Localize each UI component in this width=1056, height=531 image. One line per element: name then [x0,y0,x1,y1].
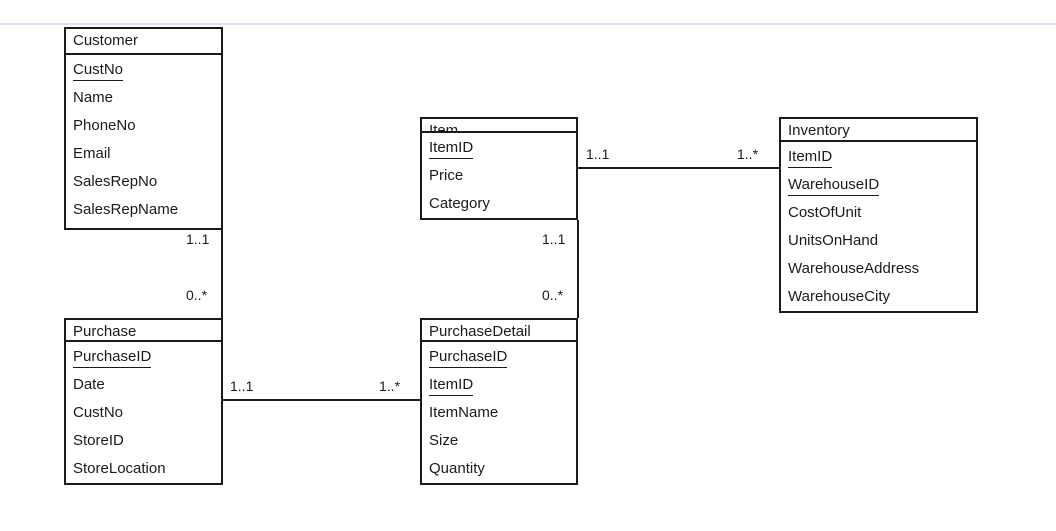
cardinality-customer-purchase-to: 0..* [186,287,208,303]
attribute-salesrepno-label: SalesRepNo [73,173,158,190]
entity-inventory-title: Inventory [781,119,976,142]
attribute-inventory-warehouseaddress-label: WarehouseAddress [788,260,920,277]
attribute-item-price-label: Price [429,167,464,184]
entity-item[interactable]: Item ItemID Price Category [420,117,578,220]
attribute-purchasedetail-purchaseid[interactable]: PurchaseID [422,343,576,371]
cardinality-purchase-purchasedetail-from: 1..1 [230,378,254,394]
attribute-purchasedetail-itemid[interactable]: ItemID [422,371,576,399]
entity-purchasedetail[interactable]: PurchaseDetail PurchaseID ItemID ItemNam… [420,318,578,485]
attribute-purchase-storeid[interactable]: StoreID [66,427,221,455]
attribute-inventory-warehouseid-label: WarehouseID [788,175,880,196]
attribute-inventory-warehouseid[interactable]: WarehouseID [781,171,976,199]
connector-purchase-purchasedetail [221,399,421,401]
entity-customer-attributes: CustNo Name PhoneNo Email SalesRepNo Sal… [66,55,221,224]
entity-purchase[interactable]: Purchase PurchaseID Date CustNo StoreID … [64,318,223,485]
entity-item-attributes: ItemID Price Category [422,133,576,218]
attribute-salesrepno[interactable]: SalesRepNo [66,168,221,196]
attribute-name[interactable]: Name [66,84,221,112]
entity-purchase-attributes: PurchaseID Date CustNo StoreID StoreLoca… [66,342,221,483]
entity-inventory[interactable]: Inventory ItemID WarehouseID CostOfUnit … [779,117,978,313]
attribute-purchase-storelocation-label: StoreLocation [73,460,166,477]
attribute-purchasedetail-quantity[interactable]: Quantity [422,455,576,483]
attribute-purchasedetail-itemname[interactable]: ItemName [422,399,576,427]
attribute-inventory-costofunit-label: CostOfUnit [788,204,862,221]
page-rule-divider [0,23,1056,25]
attribute-purchasedetail-size-label: Size [429,432,459,449]
attribute-phoneno-label: PhoneNo [73,117,136,134]
attribute-purchase-custno-label: CustNo [73,404,124,421]
attribute-item-category-label: Category [429,195,490,212]
attribute-custno[interactable]: CustNo [66,56,221,84]
cardinality-item-purchasedetail-to: 0..* [542,287,564,303]
attribute-purchase-purchaseid-label: PurchaseID [73,347,152,368]
attribute-inventory-unitsonhand-label: UnitsOnHand [788,232,879,249]
attribute-item-itemid-label: ItemID [429,138,474,159]
attribute-custno-label: CustNo [73,60,124,81]
attribute-phoneno[interactable]: PhoneNo [66,112,221,140]
attribute-purchase-storeid-label: StoreID [73,432,124,449]
attribute-purchase-date-label: Date [73,376,105,393]
attribute-purchasedetail-itemid-label: ItemID [429,375,474,396]
attribute-purchasedetail-purchaseid-label: PurchaseID [429,347,508,368]
attribute-purchasedetail-itemname-label: ItemName [429,404,499,421]
attribute-inventory-warehousecity[interactable]: WarehouseCity [781,283,976,311]
attribute-purchase-storelocation[interactable]: StoreLocation [66,455,221,483]
cardinality-item-purchasedetail-from: 1..1 [542,231,566,247]
cardinality-customer-purchase-from: 1..1 [186,231,210,247]
attribute-inventory-itemid-label: ItemID [788,147,833,168]
attribute-inventory-costofunit[interactable]: CostOfUnit [781,199,976,227]
attribute-purchasedetail-size[interactable]: Size [422,427,576,455]
entity-inventory-attributes: ItemID WarehouseID CostOfUnit UnitsOnHan… [781,142,976,311]
attribute-email-label: Email [73,145,111,162]
attribute-inventory-warehouseaddress[interactable]: WarehouseAddress [781,255,976,283]
entity-purchase-title: Purchase [66,320,221,342]
attribute-email[interactable]: Email [66,140,221,168]
cardinality-item-inventory-to: 1..* [737,146,759,162]
cardinality-purchase-purchasedetail-to: 1..* [379,378,401,394]
attribute-name-label: Name [73,89,114,106]
attribute-item-price[interactable]: Price [422,162,576,190]
entity-item-title: Item [422,119,576,133]
attribute-purchase-custno[interactable]: CustNo [66,399,221,427]
attribute-inventory-warehousecity-label: WarehouseCity [788,288,890,305]
connector-item-purchasedetail [577,220,579,318]
cardinality-item-inventory-from: 1..1 [586,146,610,162]
connector-item-inventory [577,167,780,169]
entity-customer[interactable]: Customer CustNo Name PhoneNo Email Sales… [64,27,223,230]
entity-purchasedetail-title: PurchaseDetail [422,320,576,342]
attribute-inventory-unitsonhand[interactable]: UnitsOnHand [781,227,976,255]
attribute-purchase-purchaseid[interactable]: PurchaseID [66,343,221,371]
entity-customer-title: Customer [66,29,221,55]
attribute-item-category[interactable]: Category [422,190,576,218]
connector-customer-purchase [221,230,223,318]
attribute-salesrepname-label: SalesRepName [73,201,179,218]
attribute-purchasedetail-quantity-label: Quantity [429,460,485,477]
attribute-item-itemid[interactable]: ItemID [422,134,576,162]
entity-purchasedetail-attributes: PurchaseID ItemID ItemName Size Quantity [422,342,576,483]
attribute-inventory-itemid[interactable]: ItemID [781,143,976,171]
attribute-purchase-date[interactable]: Date [66,371,221,399]
attribute-salesrepname[interactable]: SalesRepName [66,196,221,224]
